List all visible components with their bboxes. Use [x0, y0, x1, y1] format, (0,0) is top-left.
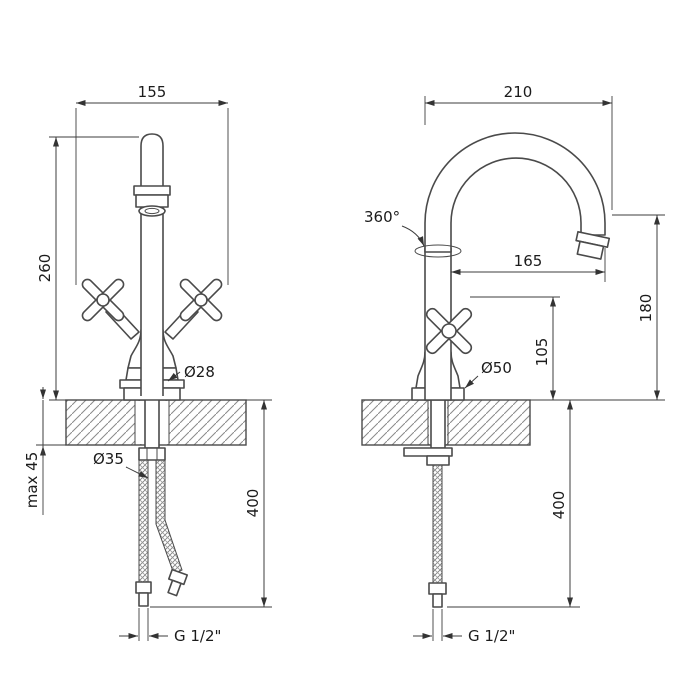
- side-hose: [428, 464, 447, 608]
- dim-side-thread: G 1/2": [413, 609, 515, 645]
- dim-side-hose-length: 400: [447, 400, 580, 608]
- front-hose-left: [135, 459, 152, 607]
- dim-side-base-diameter-label: Ø50: [481, 359, 512, 377]
- dim-front-height-label: 260: [36, 254, 54, 283]
- dim-side-swivel-label: 360°: [364, 208, 400, 226]
- dim-side-reach-label: 165: [514, 252, 543, 270]
- dim-front-height: 260: [36, 136, 139, 401]
- dim-front-counter-thickness: max 45: [23, 387, 66, 515]
- dim-front-hose-length: 400: [150, 399, 272, 608]
- dim-side-base-diameter: Ø50: [464, 359, 512, 389]
- front-handle-right: [164, 278, 223, 340]
- front-aerator: [133, 185, 171, 217]
- dim-side-body-height-label: 105: [533, 338, 551, 367]
- dim-front-hose-length-label: 400: [244, 489, 262, 518]
- side-gooseneck-spout: [424, 132, 606, 253]
- side-view-faucet: [361, 132, 611, 608]
- front-spout-pipe: [140, 133, 164, 396]
- dim-front-body-diameter-label: Ø28: [184, 363, 215, 381]
- dim-front-counter-label: max 45: [23, 452, 41, 509]
- front-view-faucet: [65, 133, 247, 607]
- dim-side-reach: 165: [451, 248, 606, 282]
- side-countertop: [361, 399, 531, 446]
- dim-front-hole-diameter: Ø35: [93, 450, 149, 479]
- front-handle-left: [81, 278, 140, 340]
- dim-front-body-diameter: Ø28: [167, 363, 215, 382]
- dim-front-thread-label: G 1/2": [174, 627, 221, 645]
- dim-side-width-label: 210: [504, 83, 533, 101]
- dim-side-thread-label: G 1/2": [468, 627, 515, 645]
- dim-side-spout-height: 180: [530, 214, 665, 401]
- dim-side-width: 210: [424, 83, 613, 210]
- front-hose-right: [155, 459, 189, 597]
- side-handle: [425, 307, 473, 355]
- dim-side-spout-height-label: 180: [637, 294, 655, 323]
- side-dimensions: 210 360° 165 105 180 Ø50: [364, 83, 665, 645]
- dim-side-body-height: 105: [470, 296, 560, 400]
- front-dimensions: 155 260 max 45 Ø28 Ø35: [23, 83, 272, 645]
- side-aerator: [575, 230, 611, 260]
- dim-side-hose-length-label: 400: [550, 491, 568, 520]
- dim-front-width: 155: [75, 83, 229, 285]
- front-shank: [138, 389, 166, 461]
- dim-front-thread: G 1/2": [119, 608, 221, 645]
- dim-front-hole-diameter-label: Ø35: [93, 450, 124, 468]
- side-swivel-ring: [414, 244, 462, 258]
- dim-side-swivel: 360°: [364, 208, 425, 247]
- dim-front-width-label: 155: [138, 83, 167, 101]
